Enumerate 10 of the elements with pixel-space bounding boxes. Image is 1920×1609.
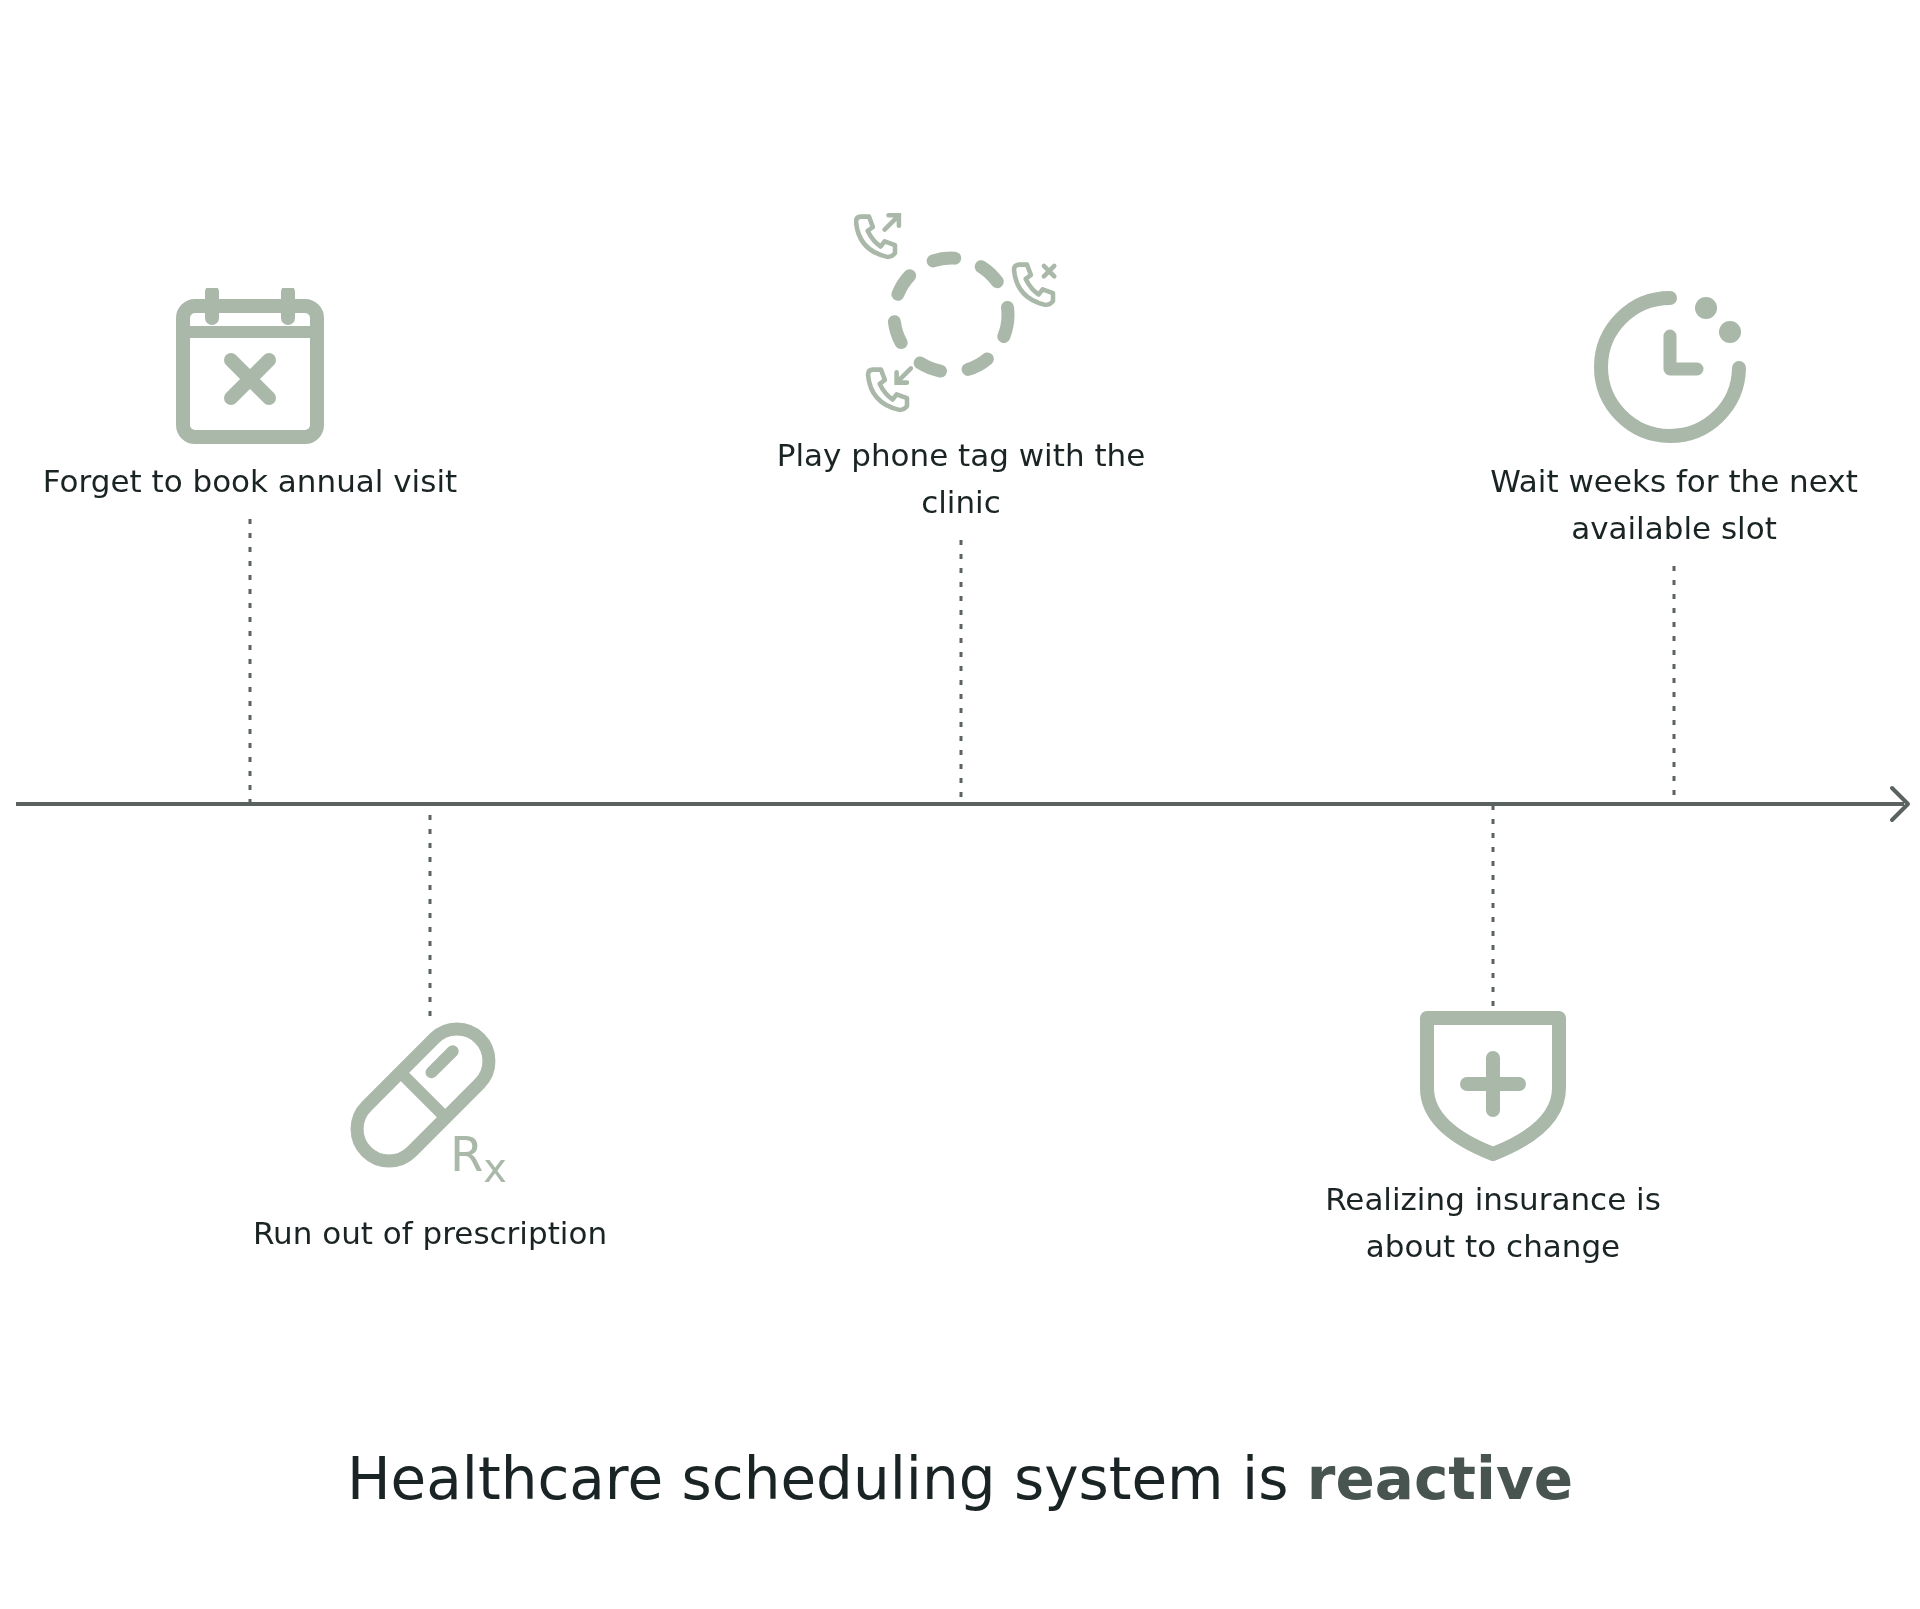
leader-line [248, 519, 252, 804]
leader-line [428, 804, 432, 1016]
leader-line [1491, 804, 1495, 1006]
rx-symbol: R$_{x}$ [450, 1130, 508, 1188]
event-text: Realizing insurance is about to change [1324, 1180, 1662, 1266]
event-text: Play phone tag with the clinic [775, 436, 1147, 522]
event-text: Run out of prescription [252, 1214, 608, 1253]
event-text: Forget to book annual visit [42, 462, 458, 501]
caption: Healthcare scheduling system is reactive [346, 1445, 1574, 1513]
event-text: Wait weeks for the next available slot [1489, 462, 1859, 548]
